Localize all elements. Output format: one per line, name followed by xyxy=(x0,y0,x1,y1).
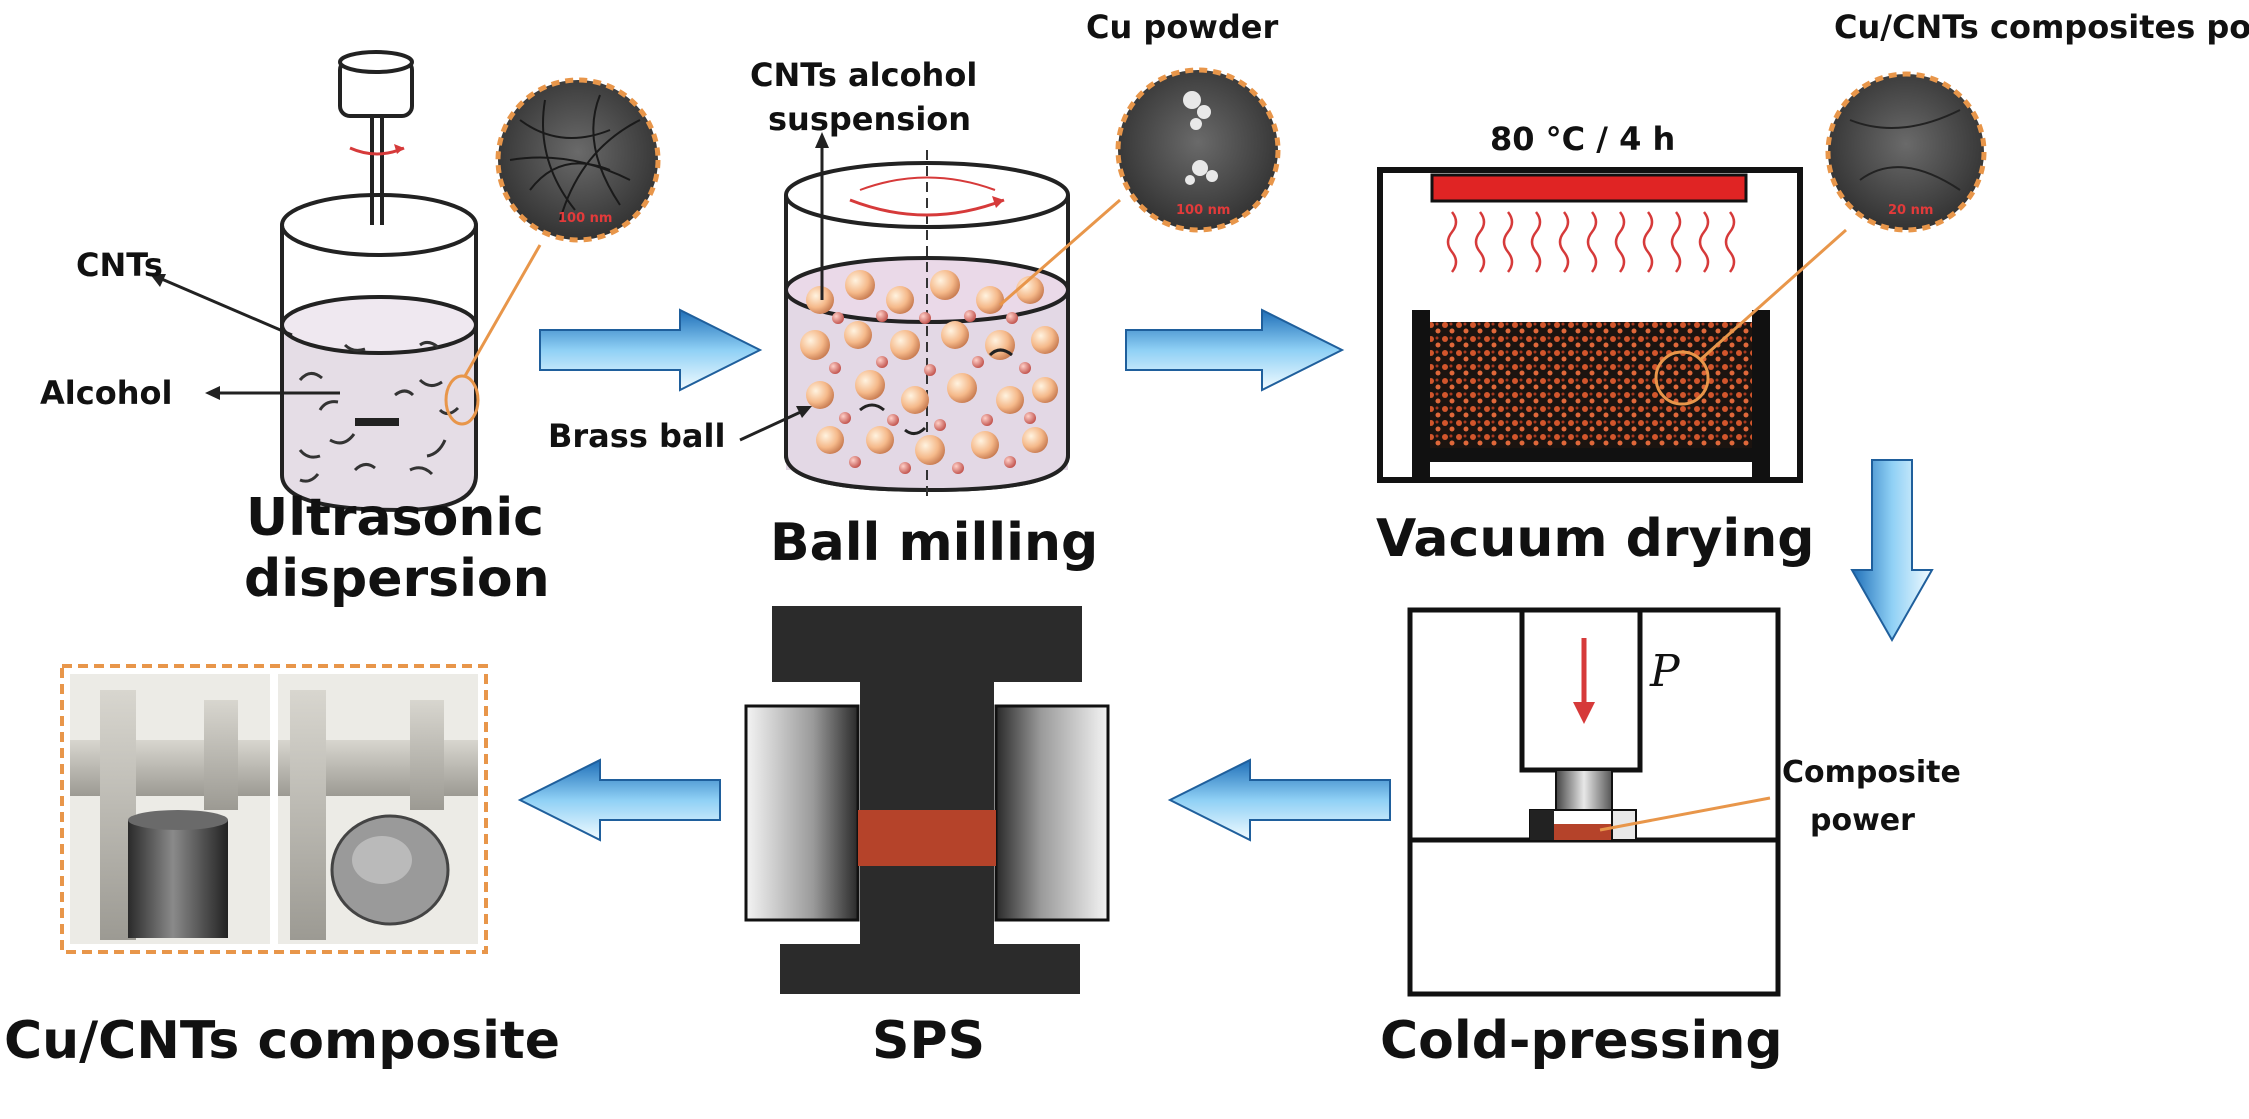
heat-waves xyxy=(1446,211,1736,273)
composite-power-label-line2: power xyxy=(1810,803,1915,838)
pressure-label: P xyxy=(1649,646,1681,697)
heater-element xyxy=(1430,173,1748,203)
process-arrow-icon xyxy=(1850,459,1934,643)
sem-inset-icon: 100 nm xyxy=(495,77,661,243)
powder-tray xyxy=(1430,322,1752,448)
vacuum-drying-illustration: 20 nm 80 °C / 4 h Cu/CNTs composites pow… xyxy=(1376,8,2249,569)
stage-title-ball-milling: Ball milling xyxy=(770,513,1098,573)
cold-pressing-illustration: P Composite power Cold-pressing xyxy=(1380,607,1961,1071)
stage-title-ultrasonic-line2: dispersion xyxy=(244,549,550,609)
sps-sample xyxy=(858,810,996,866)
composite-power-sample xyxy=(1554,824,1612,840)
ball-milling-illustration: 100 nm Cu powder CNTs alcohol suspension… xyxy=(548,8,1281,573)
liquid-surface xyxy=(280,295,478,355)
stage-title-ultrasonic-line1: Ultrasonic xyxy=(246,488,544,548)
press-punch xyxy=(1555,769,1613,813)
sps-illustration: SPS xyxy=(744,606,1110,1071)
brass-ball-label: Brass ball xyxy=(548,417,725,455)
cnt-fibers xyxy=(298,340,460,483)
process-arrow-icon xyxy=(539,308,763,392)
cu-powder-label: Cu powder xyxy=(1086,8,1278,46)
sps-lower-plate xyxy=(780,944,1080,994)
scale-bar-cu: 100 nm xyxy=(1176,203,1230,218)
stage-title-cold-pressing: Cold-pressing xyxy=(1380,1011,1783,1071)
scale-bar-composite: 20 nm xyxy=(1888,203,1933,218)
process-arrow-icon xyxy=(1167,758,1391,842)
process-arrow-icon xyxy=(517,758,721,842)
sem-inset-icon: 20 nm xyxy=(1825,71,1987,233)
process-arrow-icon xyxy=(1125,308,1345,392)
sem-inset-icon: 100 nm xyxy=(1115,67,1281,233)
pressure-arrow-icon xyxy=(1573,702,1595,724)
caliper-photo-icon xyxy=(278,674,478,944)
stage-title-sps: SPS xyxy=(872,1011,985,1071)
ultrasonic-dispersion-illustration: 100 nm CNTs Alcohol Ultrasonic dispersio… xyxy=(40,50,661,609)
composites-power-label: Cu/CNTs composites power xyxy=(1834,8,2249,46)
sps-upper-plate xyxy=(772,606,1082,682)
magnify-marker xyxy=(444,374,480,426)
photo-frame xyxy=(60,664,488,954)
composite-power-label-line1: Composite xyxy=(1782,755,1961,790)
scale-bar-cnts: 100 nm xyxy=(558,211,612,226)
composite-photos: Cu/CNTs composite xyxy=(4,664,560,1071)
cnts-suspension-label-line2: suspension xyxy=(768,100,971,138)
drying-condition-label: 80 °C / 4 h xyxy=(1490,120,1675,158)
cnts-suspension-label-line1: CNTs alcohol xyxy=(750,56,977,94)
press-ram xyxy=(1519,607,1643,773)
stage-title-vacuum-drying: Vacuum drying xyxy=(1376,509,1814,569)
sps-right-block xyxy=(994,704,1110,922)
sps-left-block xyxy=(744,704,860,922)
caliper-photo-icon xyxy=(70,674,270,944)
alcohol-label: Alcohol xyxy=(40,374,172,412)
cnts-label: CNTs xyxy=(76,246,163,284)
stage-title-composite: Cu/CNTs composite xyxy=(4,1011,560,1071)
stirring-arrow-icon xyxy=(849,198,1005,217)
